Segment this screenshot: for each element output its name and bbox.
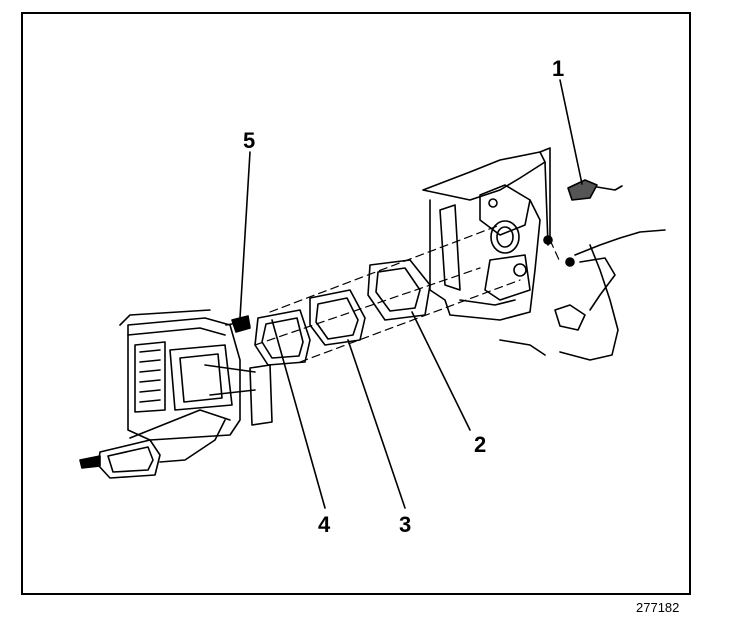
leader-3 [347,339,406,509]
callout-2: 2 [474,432,487,457]
figure-number: 277182 [636,600,680,615]
leader-1 [559,79,583,185]
leader-5 [239,151,251,319]
parking-lamp [79,409,231,479]
mounting-ring-part-2 [367,259,431,321]
callout-4: 4 [318,512,331,537]
leader-lines [239,79,583,509]
leader-4 [271,319,326,509]
wiring-harness [499,229,666,361]
callout-5: 5 [243,128,256,153]
callout-3: 3 [399,512,412,537]
headlamp-part-3 [309,289,366,346]
figure-frame [21,12,691,595]
bezel-assembly [119,309,273,441]
callout-1: 1 [552,56,565,81]
radiator-support [422,147,551,321]
leader-2 [411,311,471,431]
connector-part-1 [567,179,623,201]
screw-part-5 [225,315,251,333]
